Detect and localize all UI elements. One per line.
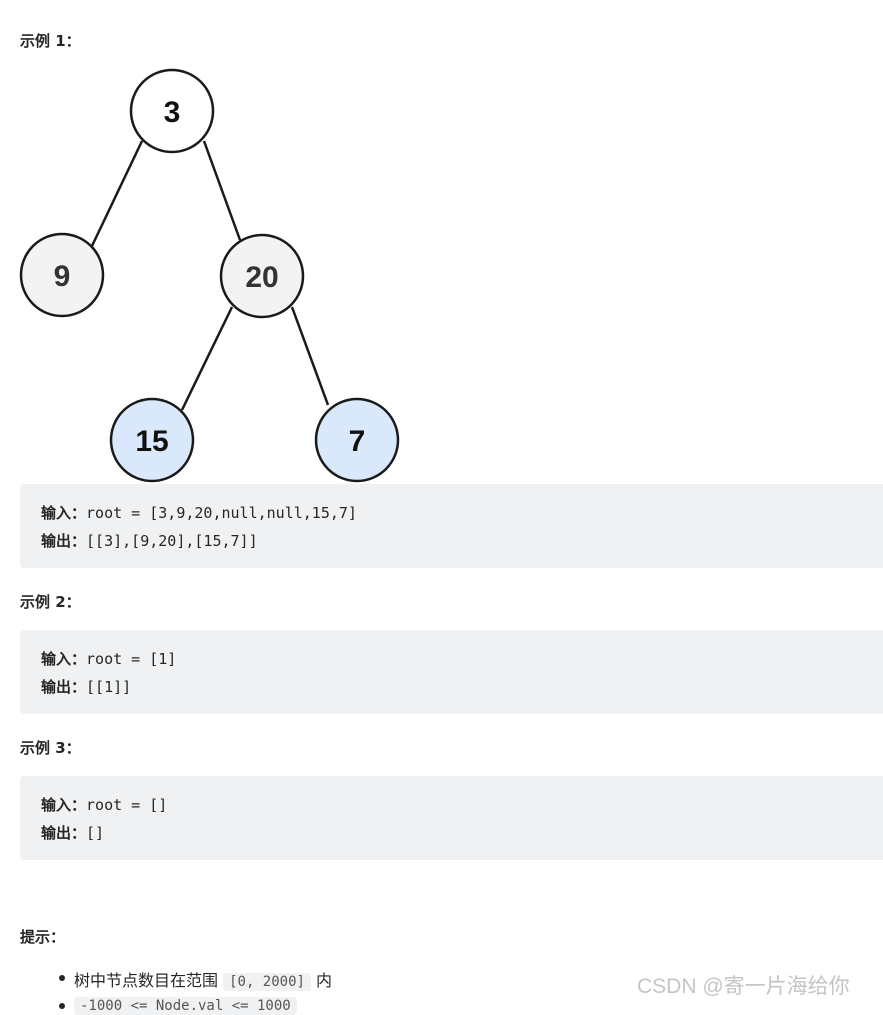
input-line: 输入：root = [3,9,20,null,null,15,7] (41, 502, 357, 523)
example-3-label: 示例 3： (20, 739, 81, 757)
input-value: root = [] (86, 796, 168, 814)
input-line: 输入：root = [1] (41, 648, 176, 669)
example-2-label: 示例 2： (20, 593, 81, 611)
input-value: root = [1] (86, 650, 177, 668)
node-15 (109, 397, 195, 483)
binary-tree-diagram: 3 9 20 15 7 (19, 68, 400, 483)
watermark: CSDN @寄一片海给你 (637, 975, 850, 998)
example-3-code: 输入：root = [] 输出：[] (20, 776, 883, 860)
hint-text: 树中节点数目在范围 (74, 971, 224, 990)
input-label: 输入： (41, 504, 87, 522)
node-3 (129, 68, 215, 154)
output-line: 输出：[[1]] (41, 676, 131, 697)
output-label: 输出： (41, 532, 87, 550)
node-7 (314, 397, 400, 483)
input-label: 输入： (41, 650, 87, 668)
edge-3-20 (202, 140, 242, 241)
output-line: 输出：[[3],[9,20],[15,7]] (41, 530, 258, 551)
edge-20-15 (180, 306, 234, 411)
node-label: 15 (135, 425, 168, 458)
node-label: 9 (54, 260, 71, 293)
hint-item: 树中节点数目在范围 [0, 2000] 内 (58, 967, 333, 991)
output-value: [[3],[9,20],[15,7]] (86, 532, 258, 550)
hint-code: [0, 2000] (223, 973, 311, 991)
input-line: 输入：root = [] (41, 794, 167, 815)
output-line: 输出：[] (41, 822, 104, 843)
example-2-code: 输入：root = [1] 输出：[[1]] (20, 630, 883, 714)
node-label: 3 (164, 96, 181, 129)
hint-text: 内 (310, 971, 333, 990)
input-label: 输入： (41, 796, 87, 814)
node-20 (219, 233, 305, 319)
node-9 (19, 232, 105, 318)
hint-code: -1000 <= Node.val <= 1000 (74, 997, 297, 1015)
output-value: [] (86, 824, 105, 842)
example-1-label: 示例 1： (20, 32, 81, 50)
output-value: [[1]] (86, 678, 132, 696)
input-value: root = [3,9,20,null,null,15,7] (86, 504, 357, 522)
node-label: 20 (245, 261, 278, 294)
example-1-code: 输入：root = [3,9,20,null,null,15,7] 输出：[[3… (20, 484, 883, 568)
edge-3-9 (90, 140, 144, 247)
hints-title: 提示： (20, 928, 66, 946)
output-label: 输出： (41, 678, 87, 696)
node-label: 7 (349, 425, 366, 458)
edge-20-7 (290, 306, 330, 406)
output-label: 输出： (41, 824, 87, 842)
